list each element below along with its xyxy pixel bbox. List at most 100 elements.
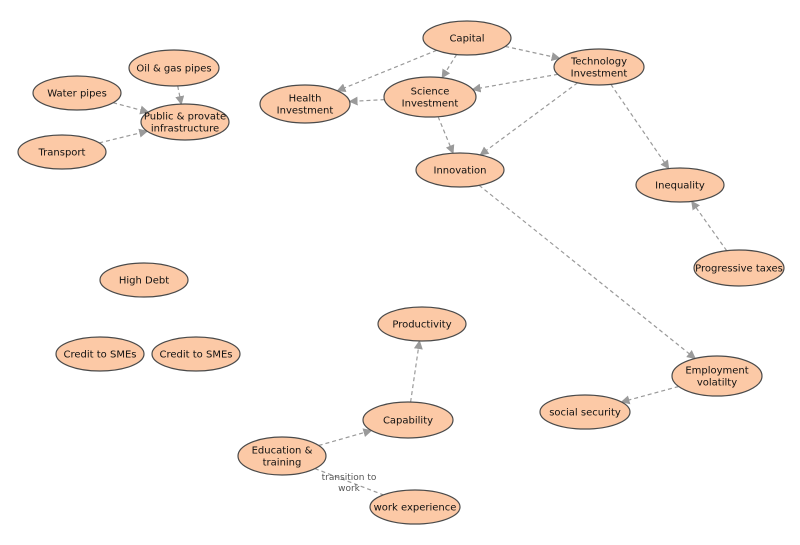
link-education-training-to-work-experience xyxy=(314,468,384,496)
node-label-line: Investment xyxy=(402,99,459,110)
node-label-line: Health xyxy=(289,94,322,105)
node-label-line: Credit to SMEs xyxy=(64,350,137,361)
edge-technology-investment-to-inequality xyxy=(610,84,670,170)
node-label-line: Science xyxy=(411,87,450,98)
node-shape xyxy=(415,152,505,188)
link-label-line: work xyxy=(338,484,361,494)
node-label-line: Capital xyxy=(449,34,484,45)
edge-progressive-taxes-to-inequality xyxy=(691,200,728,252)
node-oil-gas-pipes[interactable]: Oil & gas pipes xyxy=(128,49,220,87)
node-shape xyxy=(362,401,454,439)
edge-transport-to-public-private-infrastructure xyxy=(99,128,149,144)
node-social-security[interactable]: social security xyxy=(539,394,631,430)
node-water-pipes[interactable]: Water pipes xyxy=(32,75,122,111)
node-label: Progressive taxes xyxy=(695,264,783,275)
node-label-line: Capability xyxy=(383,416,433,427)
node-label: Credit to SMEs xyxy=(160,350,233,361)
node-shape xyxy=(377,306,467,342)
node-shape xyxy=(140,103,230,141)
edge-science-investment-to-health-investment xyxy=(348,96,385,106)
node-shape xyxy=(422,20,512,56)
node-high-debt[interactable]: High Debt xyxy=(99,262,189,298)
node-productivity[interactable]: Productivity xyxy=(377,306,467,342)
edge-science-investment-to-innovation xyxy=(437,116,455,155)
node-innovation[interactable]: Innovation xyxy=(415,152,505,188)
node-label-line: Investment xyxy=(571,69,628,80)
node-label-line: Public & provate xyxy=(144,112,226,123)
node-label-line: High Debt xyxy=(119,276,169,287)
node-label-line: Oil & gas pipes xyxy=(136,64,211,75)
node-progressive-taxes[interactable]: Progressive taxes xyxy=(693,249,785,287)
node-label: Productivity xyxy=(392,320,451,331)
node-label: work experience xyxy=(374,503,457,514)
node-label-line: training xyxy=(263,458,302,469)
node-label: Capital xyxy=(449,34,484,45)
node-credit-to-smes-2[interactable]: Credit to SMEs xyxy=(151,336,241,372)
node-label-line: Water pipes xyxy=(47,89,107,100)
node-label: Capability xyxy=(383,416,433,427)
node-label-line: Technology xyxy=(570,57,627,68)
node-label: Transport xyxy=(38,148,86,159)
link-label-line: transition to xyxy=(322,473,377,483)
edge-capital-to-health-investment xyxy=(336,49,437,92)
edge-capability-to-productivity xyxy=(410,340,423,403)
edge-capital-to-technology-investment xyxy=(505,45,561,61)
edge-technology-investment-to-innovation xyxy=(479,82,578,156)
node-shape xyxy=(671,355,763,397)
node-label: Oil & gas pipes xyxy=(136,64,211,75)
node-label-line: Progressive taxes xyxy=(695,264,783,275)
node-label: High Debt xyxy=(119,276,169,287)
edges-layer xyxy=(99,45,728,447)
node-inequality[interactable]: Inequality xyxy=(635,167,725,203)
node-label-line: social security xyxy=(549,408,621,419)
node-label-line: infrastructure xyxy=(151,124,219,135)
edge-employment-volatility-to-social-security xyxy=(620,385,679,405)
node-education-training[interactable]: Education &training xyxy=(237,436,327,476)
node-shape xyxy=(693,249,785,287)
node-shape xyxy=(32,75,122,111)
node-label-line: Innovation xyxy=(434,166,487,177)
node-shape xyxy=(128,49,220,87)
node-label-line: volatilty xyxy=(697,378,737,389)
edge-technology-investment-to-science-investment xyxy=(471,73,559,93)
node-label-line: Productivity xyxy=(392,320,451,331)
node-shape xyxy=(553,48,645,86)
node-label: Inequality xyxy=(655,181,705,192)
node-label-line: Investment xyxy=(277,106,334,117)
node-shape xyxy=(55,336,145,372)
node-shape xyxy=(383,76,477,118)
node-credit-to-smes-1[interactable]: Credit to SMEs xyxy=(55,336,145,372)
node-transport[interactable]: Transport xyxy=(17,134,107,170)
node-shape xyxy=(151,336,241,372)
node-label-line: work experience xyxy=(374,503,457,514)
node-shape xyxy=(237,436,327,476)
node-label: Water pipes xyxy=(47,89,107,100)
node-label-line: Credit to SMEs xyxy=(160,350,233,361)
node-shape xyxy=(259,84,351,124)
node-capital[interactable]: Capital xyxy=(422,20,512,56)
node-work-experience[interactable]: work experience xyxy=(369,489,461,525)
node-label: Credit to SMEs xyxy=(64,350,137,361)
node-capability[interactable]: Capability xyxy=(362,401,454,439)
node-shape xyxy=(539,394,631,430)
node-label: social security xyxy=(549,408,621,419)
node-shape xyxy=(17,134,107,170)
node-label-line: Education & xyxy=(252,446,313,457)
node-shape xyxy=(635,167,725,203)
node-label: Education &training xyxy=(252,446,313,469)
node-shape xyxy=(99,262,189,298)
node-label-line: Inequality xyxy=(655,181,705,192)
edge-innovation-to-employment-volatility xyxy=(478,184,696,360)
